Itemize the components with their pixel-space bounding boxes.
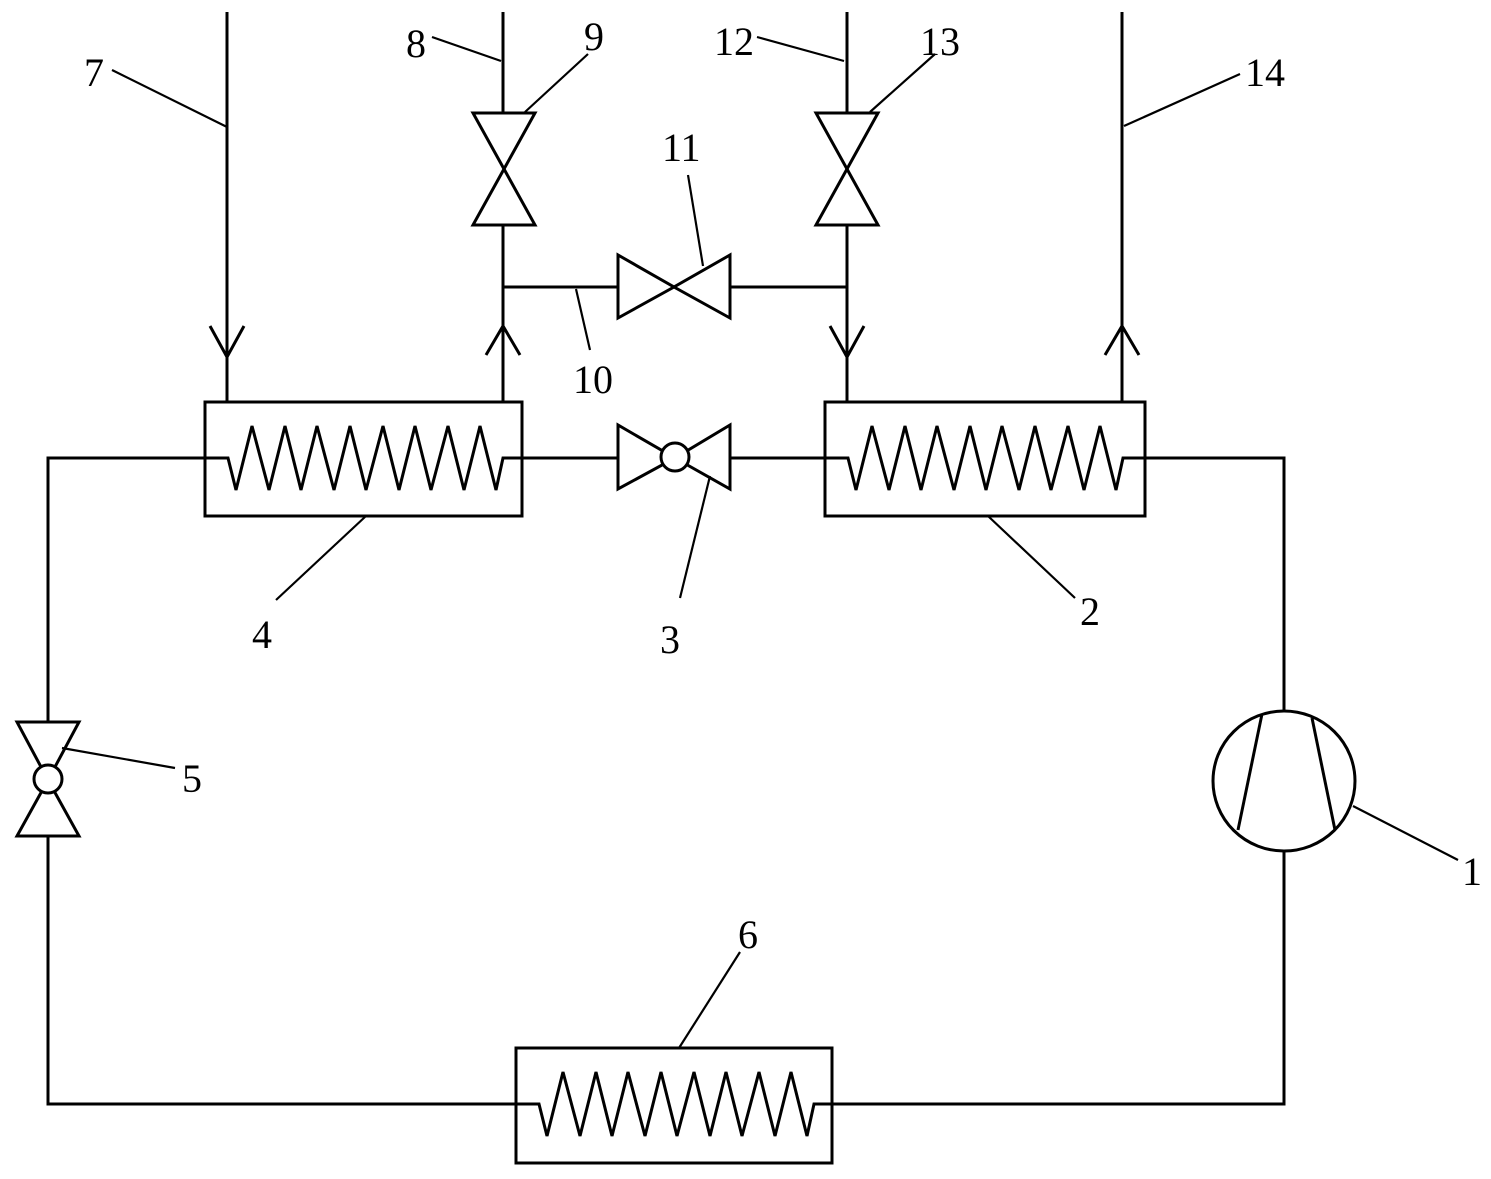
leader-8	[431, 35, 502, 63]
label-7: 7	[84, 50, 104, 95]
label-11: 11	[662, 125, 701, 170]
compressor-vane-left	[1236, 713, 1264, 831]
heat-exchanger-2-coil	[825, 425, 1145, 491]
pipe-hx6-to-compressor	[832, 851, 1286, 1106]
heat-exchanger-4-box	[203, 400, 524, 518]
expansion-valve-5	[14, 720, 82, 838]
leader-12	[756, 35, 845, 63]
heat-exchanger-4	[203, 400, 524, 518]
bypass-circuit	[503, 252, 847, 321]
label-10: 10	[573, 357, 613, 402]
leader-6	[678, 951, 741, 1049]
leader-3	[678, 475, 712, 599]
pipe-8-flow-arrow	[484, 323, 522, 356]
label-2: 2	[1080, 589, 1100, 634]
leader-13	[869, 53, 936, 113]
pipe-14-flow-arrow	[1103, 323, 1141, 356]
refrigerant-loop	[46, 456, 1286, 1106]
valve-13-bottom-wedge	[813, 165, 881, 227]
pipe-7-flow-arrow	[208, 325, 246, 361]
label-1: 1	[1462, 849, 1482, 894]
valve-5-ball	[32, 763, 64, 795]
valve-5-top-wedge	[14, 720, 82, 784]
pipe-compressor-to-hx2	[1145, 456, 1286, 711]
leader-lines	[61, 35, 1459, 1049]
leader-7	[111, 69, 228, 128]
leader-10	[574, 288, 592, 351]
valve-3-left-wedge	[616, 422, 679, 492]
valve-9-top-wedge	[470, 111, 538, 173]
leader-9	[524, 53, 589, 113]
valve-5-bottom-wedge	[14, 776, 82, 838]
heat-exchanger-2-box	[823, 400, 1147, 518]
compressor-vane-right	[1310, 717, 1337, 831]
valve-3-ball	[659, 441, 691, 473]
label-6: 6	[738, 912, 758, 957]
heat-exchanger-6-box	[514, 1046, 834, 1165]
valve-13-top-wedge	[813, 111, 881, 173]
valve-11-left-wedge	[616, 252, 678, 321]
pipe-valve5-to-hx6	[46, 836, 516, 1106]
valve-9-bottom-wedge	[470, 165, 538, 227]
compressor-body	[1211, 709, 1357, 853]
valve-11	[616, 252, 732, 321]
expansion-valve-3	[616, 422, 732, 492]
label-8: 8	[406, 21, 426, 66]
label-5: 5	[182, 756, 202, 801]
leader-2	[987, 515, 1076, 599]
label-9: 9	[584, 14, 604, 59]
valve-3-right-wedge	[672, 422, 732, 492]
left-water-circuit	[208, 12, 538, 402]
leader-1	[1352, 805, 1459, 861]
label-12: 12	[714, 19, 754, 64]
pipe-hx4-to-valve5	[46, 456, 205, 722]
label-4: 4	[252, 612, 272, 657]
reference-numerals: 1 2 3 4 5 6 7 8 9 10 11 12 13 14	[84, 14, 1482, 957]
heat-exchanger-4-coil	[205, 425, 522, 491]
compressor	[1211, 709, 1357, 853]
leader-4	[275, 515, 367, 601]
heat-exchanger-2	[823, 400, 1147, 518]
heat-exchanger-6-coil	[516, 1071, 832, 1137]
leader-5	[61, 746, 176, 770]
leader-11	[686, 174, 705, 267]
heat-exchanger-6	[514, 1046, 834, 1165]
valve-13	[813, 111, 881, 227]
label-13: 13	[920, 19, 960, 64]
right-water-circuit	[813, 12, 1141, 402]
label-14: 14	[1245, 50, 1285, 95]
valve-11-right-wedge	[670, 252, 732, 321]
valve-9	[470, 111, 538, 227]
leader-14	[1123, 72, 1241, 128]
label-3: 3	[660, 617, 680, 662]
pipe-12-flow-arrow	[828, 325, 866, 361]
